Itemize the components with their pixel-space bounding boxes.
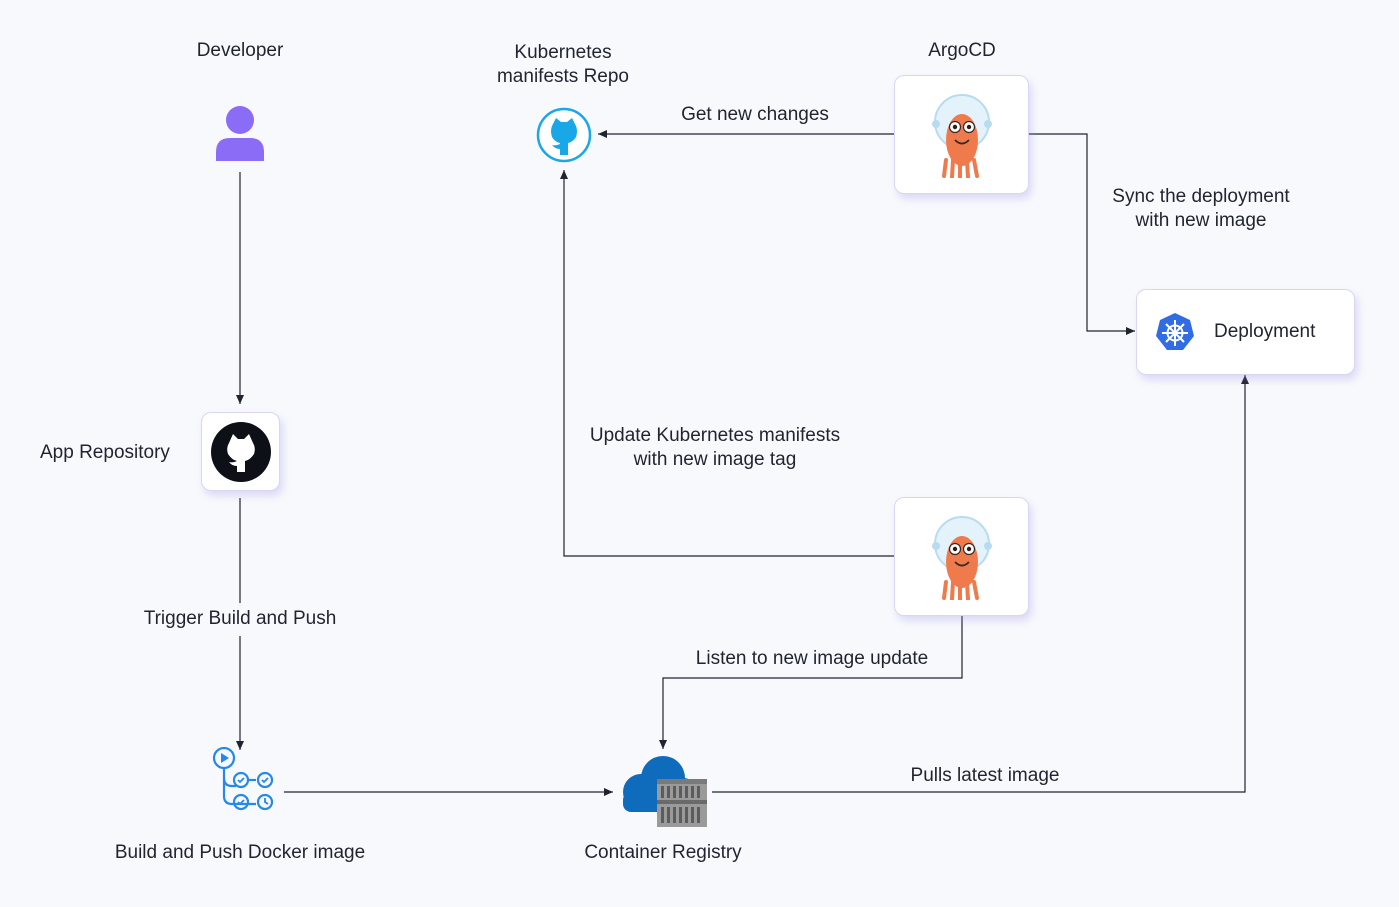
image-updater-card[interactable] xyxy=(894,497,1029,616)
listen-label: Listen to new image update xyxy=(695,648,929,669)
update-label-line2: with new image tag xyxy=(633,449,797,470)
trigger-label: Trigger Build and Push xyxy=(143,608,337,629)
kubernetes-helm-icon xyxy=(1156,313,1194,350)
argo-octopus-icon xyxy=(932,94,992,178)
pulls-label: Pulls latest image xyxy=(910,765,1060,786)
container-registry-icon xyxy=(623,756,707,827)
app-repo-label: App Repository xyxy=(40,442,170,463)
registry-to-deployment-arrow xyxy=(712,375,1249,793)
user-icon xyxy=(216,106,264,161)
argo-octopus-icon xyxy=(932,516,992,600)
github-icon xyxy=(211,422,271,482)
k8s-repo-label-line2: manifests Repo xyxy=(496,66,629,87)
deployment-label: Deployment xyxy=(1214,321,1316,342)
argocd-to-deployment-arrow xyxy=(1029,133,1135,335)
build-push-label: Build and Push Docker image xyxy=(114,842,366,863)
github-icon xyxy=(536,107,592,163)
developer-label: Developer xyxy=(196,40,284,61)
github-actions-workflow-icon xyxy=(212,746,274,811)
get-changes-label: Get new changes xyxy=(681,104,829,125)
update-label-line1: Update Kubernetes manifests xyxy=(589,425,841,446)
updater-to-manifests-arrow xyxy=(560,170,894,557)
sync-label-line2: with new image xyxy=(1135,210,1267,231)
app-repo-card[interactable] xyxy=(201,412,280,491)
deployment-card[interactable]: Deployment xyxy=(1136,289,1355,375)
sync-label-line1: Sync the deployment xyxy=(1112,186,1290,207)
updater-to-registry-arrow xyxy=(659,616,963,749)
argocd-label: ArgoCD xyxy=(928,40,996,61)
registry-label: Container Registry xyxy=(584,842,742,863)
k8s-repo-label-line1: Kubernetes xyxy=(514,42,612,63)
argocd-card[interactable] xyxy=(894,75,1029,194)
